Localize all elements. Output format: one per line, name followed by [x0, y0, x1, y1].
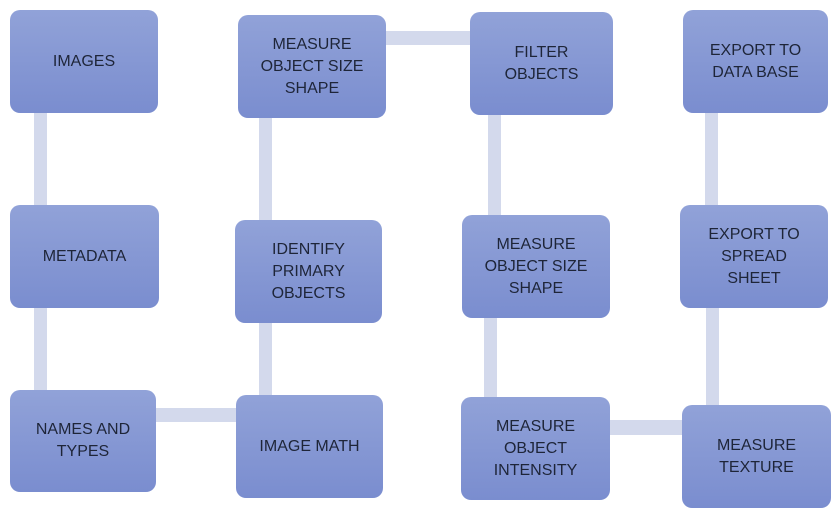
node-image-math: IMAGE MATH	[236, 395, 383, 498]
node-export-to-database: EXPORT TO DATA BASE	[683, 10, 828, 113]
connector-metadata-names	[34, 305, 47, 393]
connector-spreadsheet-database	[705, 110, 718, 208]
node-images: IMAGES	[10, 10, 158, 113]
connector-texture-spreadsheet	[706, 305, 719, 407]
connector-filter-measure2	[488, 112, 501, 218]
node-measure-object-intensity: MEASURE OBJECT INTENSITY	[461, 397, 610, 500]
connector-intensity-texture	[608, 420, 684, 435]
connector-names-imagemath	[154, 408, 238, 422]
connector-measure1-filter	[384, 31, 472, 45]
connector-identify-measure1	[259, 115, 272, 223]
node-measure-object-size-shape-2: MEASURE OBJECT SIZE SHAPE	[462, 215, 610, 318]
connector-images-metadata	[34, 110, 47, 208]
node-metadata: METADATA	[10, 205, 159, 308]
node-names-and-types: NAMES AND TYPES	[10, 390, 156, 492]
node-measure-object-size-shape-1: MEASURE OBJECT SIZE SHAPE	[238, 15, 386, 118]
node-filter-objects: FILTER OBJECTS	[470, 12, 613, 115]
node-identify-primary-objects: IDENTIFY PRIMARY OBJECTS	[235, 220, 382, 323]
connector-imagemath-identify	[259, 320, 272, 398]
node-measure-texture: MEASURE TEXTURE	[682, 405, 831, 508]
node-export-to-spreadsheet: EXPORT TO SPREAD SHEET	[680, 205, 828, 308]
connector-measure2-intensity	[484, 315, 497, 400]
